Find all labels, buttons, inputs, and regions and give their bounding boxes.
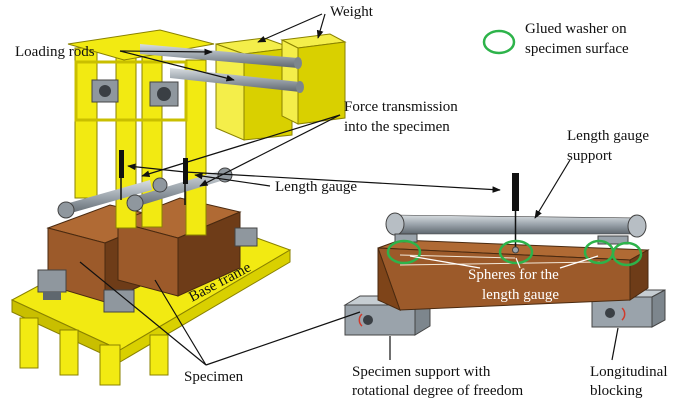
weight-label: Weight: [330, 4, 374, 20]
length-gauge-support-label-line2: support: [567, 148, 613, 164]
legend-label-line2: specimen surface: [525, 41, 629, 57]
specimen-support-label-line2: rotational degree of freedom: [352, 383, 523, 399]
length-gauge-support-label-line1: Length gauge: [567, 128, 649, 144]
left-length-gauges: [119, 150, 188, 205]
force-transmission-label-line2: into the specimen: [344, 119, 450, 135]
callout-labels: Weight Loading rods Force transmission i…: [15, 4, 668, 399]
loading-rods: [140, 44, 304, 93]
left-test-rig: Base frame: [10, 29, 347, 386]
sphere-pointer-lines: [409, 255, 599, 269]
specimen-support-label-line1: Specimen support with: [352, 364, 491, 380]
right-length-gauge: [512, 173, 519, 254]
specimen-label: Specimen: [184, 369, 244, 385]
longitudinal-blocking-label-line2: blocking: [590, 383, 643, 399]
washer-marker: [386, 239, 422, 265]
longitudinal-blocking-label-line1: Longitudinal: [590, 364, 668, 380]
right-supports: [343, 289, 666, 336]
legend: Glued washer on specimen surface: [482, 21, 629, 57]
washer-marker: [611, 241, 643, 267]
legend-label-line1: Glued washer on: [525, 21, 627, 37]
force-transmission-label-line1: Force transmission: [344, 99, 458, 115]
leader-lines: [79, 13, 619, 366]
washer-marker: [498, 239, 534, 265]
length-gauge-label: Length gauge: [275, 179, 357, 195]
glued-washers: [386, 239, 643, 267]
loading-rods-label: Loading rods: [15, 44, 95, 60]
left-supports: [37, 227, 258, 313]
legend-washer-marker: [482, 29, 516, 55]
right-detail-view: [343, 173, 666, 336]
left-gauge-supports: [57, 167, 233, 219]
spheres-label-line1: Spheres for the: [468, 267, 559, 283]
spheres-label-line2: length gauge: [482, 287, 559, 303]
